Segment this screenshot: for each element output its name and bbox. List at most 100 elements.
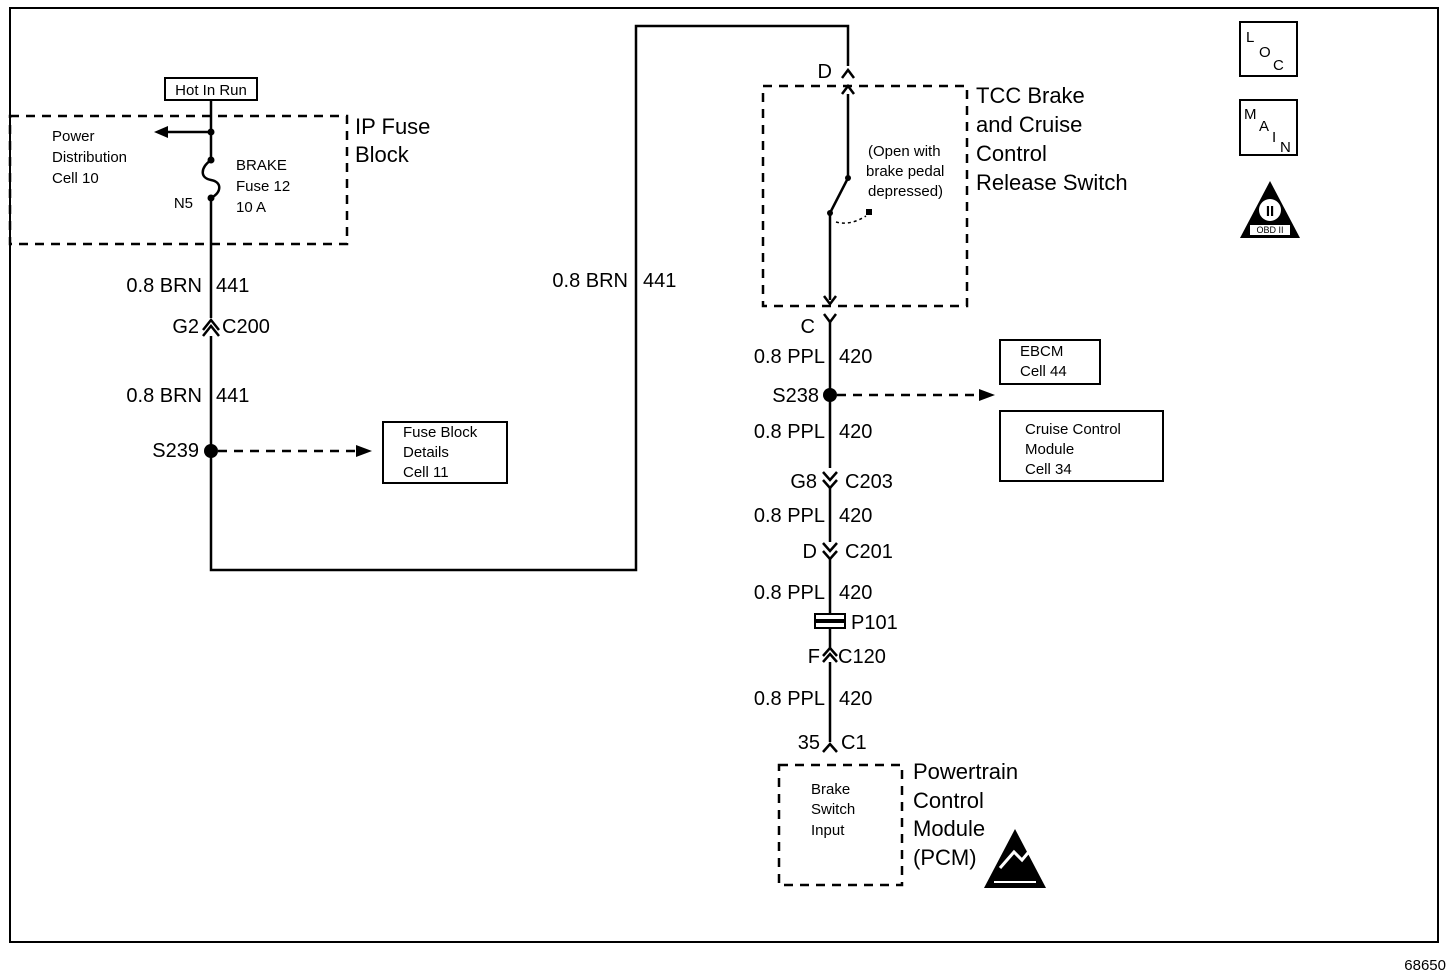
connector-d-inner-icon [841, 83, 855, 95]
ip-fuse-block-title-2: Block [355, 142, 410, 167]
c1-name: C1 [841, 732, 867, 754]
c203-pin: G8 [790, 471, 817, 493]
wire-420-circuit-5: 420 [839, 688, 872, 710]
wire-441-label-2: 0.8 BRN [126, 385, 202, 407]
splice-s238-label: S238 [772, 385, 819, 407]
ip-fuse-block-outline [8, 114, 349, 246]
loc-letter-l: L [1246, 29, 1254, 46]
wire-420-label-5: 0.8 PPL [754, 688, 825, 710]
hot-in-run-label: Hot In Run [164, 77, 258, 101]
connector-c200-icon [202, 317, 220, 337]
main-icon: M A I N [1239, 99, 1298, 156]
ebcm-2: Cell 44 [1020, 363, 1067, 380]
fuse-block-details-3: Cell 11 [403, 464, 449, 481]
tcc-title-3: Control [976, 141, 1047, 166]
c201-name: C201 [845, 541, 893, 563]
loc-icon: L O C [1239, 21, 1298, 77]
pcm-title-3: Module [913, 816, 985, 841]
switch-pin-d: D [818, 61, 832, 83]
wire-420-circuit-3: 420 [839, 505, 872, 527]
obd-numeral: II [1266, 203, 1274, 220]
connector-c-icon [823, 313, 837, 325]
pcm-outline [777, 763, 904, 887]
brake-fuse-3: 10 A [236, 199, 266, 216]
switch-blade-icon [828, 177, 850, 214]
esd-warning-icon [984, 829, 1046, 888]
cruise-module-1: Cruise Control [1025, 421, 1121, 438]
p101-name: P101 [851, 612, 898, 634]
obd-label: OBD II [1256, 225, 1283, 235]
switch-note-3: depressed) [868, 183, 943, 200]
pcm-input-3: Input [811, 822, 845, 839]
wire-441-label-3: 0.8 BRN [552, 270, 628, 292]
tcc-switch-outline [761, 84, 969, 308]
loc-letter-c: C [1273, 57, 1284, 74]
ebcm-1: EBCM [1020, 343, 1063, 360]
hot-in-run-text: Hot In Run [175, 82, 247, 99]
c200-pin: G2 [172, 316, 199, 338]
fuse-block-details-1: Fuse Block [403, 424, 478, 441]
wire-420-circuit-2: 420 [839, 421, 872, 443]
diagram-frame [9, 7, 1439, 943]
fuse-pin-n5: N5 [174, 195, 193, 212]
cruise-module-2: Module [1025, 441, 1074, 458]
pcm-title-1: Powertrain [913, 759, 1018, 784]
cruise-module-box [999, 410, 1164, 482]
main-letter-a: A [1259, 118, 1269, 135]
connector-p101-icon [814, 613, 846, 621]
switch-note-2: brake pedal [866, 163, 944, 180]
connector-d-icon [841, 67, 855, 79]
power-distribution-2: Distribution [52, 149, 127, 166]
figure-number: 68650 [1404, 957, 1446, 974]
wire-420-circuit-4: 420 [839, 582, 872, 604]
wire-420-label-1: 0.8 PPL [754, 346, 825, 368]
pcm-input-1: Brake [811, 781, 850, 798]
wire-441-circuit-1: 441 [216, 275, 249, 297]
c201-pin: D [803, 541, 817, 563]
wire-420-label-3: 0.8 PPL [754, 505, 825, 527]
pcm-input-2: Switch [811, 801, 855, 818]
switch-travel-dotted [835, 215, 867, 224]
wire-441-label-1: 0.8 BRN [126, 275, 202, 297]
splice-s239-label: S239 [152, 440, 199, 462]
wire-441-circuit-2: 441 [216, 385, 249, 407]
main-letter-n: N [1280, 139, 1291, 156]
connector-p101-icon [814, 621, 846, 629]
arrow-right-icon [356, 445, 372, 457]
connector-c203-icon [822, 471, 838, 490]
connector-c1-icon [822, 742, 838, 753]
power-distribution-1: Power [52, 128, 95, 145]
pcm-title-4: (PCM) [913, 845, 977, 870]
c120-pin: F [808, 646, 820, 668]
pcm-title-2: Control [913, 788, 984, 813]
tcc-title-1: TCC Brake [976, 83, 1085, 108]
switch-stop [866, 209, 872, 215]
ip-fuse-block-title-1: IP Fuse [355, 114, 430, 139]
main-letter-i: I [1272, 129, 1276, 146]
arrow-right-icon [979, 389, 995, 401]
splice-s238-icon [823, 388, 837, 402]
fuse-icon [201, 158, 221, 200]
wire-441-loop [209, 24, 850, 572]
fuse-block-details-box [382, 421, 508, 484]
c200-name: C200 [222, 316, 270, 338]
connector-c201-icon [822, 542, 838, 561]
ebcm-box [999, 339, 1101, 385]
wire-441-circuit-3: 441 [643, 270, 676, 292]
c1-pin: 35 [798, 732, 820, 754]
c203-name: C203 [845, 471, 893, 493]
fuse-block-details-2: Details [403, 444, 449, 461]
loc-letter-o: O [1259, 44, 1271, 61]
connector-c120-icon [822, 646, 838, 663]
obd-ii-icon: II OBD II [1240, 181, 1300, 238]
brake-fuse-1: BRAKE [236, 157, 287, 174]
power-distribution-3: Cell 10 [52, 170, 99, 187]
tcc-title-2: and Cruise [976, 112, 1082, 137]
c120-name: C120 [838, 646, 886, 668]
tcc-title-4: Release Switch [976, 170, 1128, 195]
cruise-module-3: Cell 34 [1025, 461, 1072, 478]
switch-note-1: (Open with [868, 143, 941, 160]
main-letter-m: M [1244, 106, 1257, 123]
arrow-left-icon [154, 126, 168, 138]
